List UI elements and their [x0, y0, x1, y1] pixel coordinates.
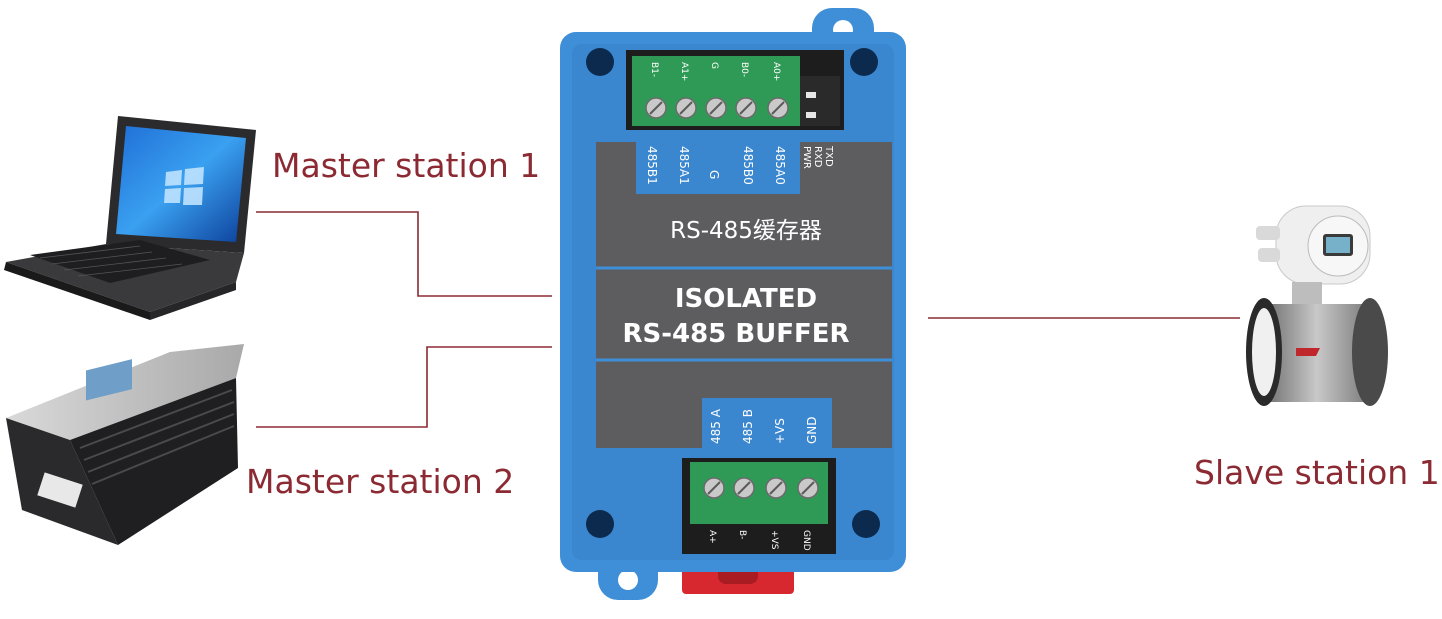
bottom-pin-labels: 485 A 485 B +VS GND [709, 408, 819, 444]
device-title-cn: RS-485缓存器 [670, 218, 822, 244]
connection-lines [256, 211, 1240, 428]
label-master-station-1: Master station 1 [272, 146, 541, 185]
bottom-terminal-label: +VS [769, 530, 779, 550]
label-slave-station-1: Slave station 1 [1194, 453, 1440, 492]
top-pin-label: G [707, 170, 721, 179]
top-terminal-label: A0+ [771, 62, 781, 81]
top-pin-label: 485A0 [773, 146, 787, 185]
bottom-terminal-label: A+ [707, 530, 717, 544]
bottom-pin-label: 485 B [741, 409, 755, 444]
bottom-terminal-label: GND [801, 530, 811, 551]
top-pin-labels: 485B1 485A1 G 485B0 485A0 [645, 146, 787, 185]
bottom-terminal-label: B- [737, 530, 747, 539]
led-label: TXD [823, 145, 834, 167]
top-terminal-label: B1- [649, 62, 659, 77]
top-terminal-block [626, 50, 844, 130]
rs485-buffer-device: RS-485缓存器 ISOLATED RS-485 BUFFER 485B1 4… [560, 8, 906, 600]
bottom-terminal-block [682, 458, 836, 554]
bottom-pin-label: +VS [773, 418, 787, 444]
bottom-pin-label: 485 A [709, 408, 723, 444]
plc-image [6, 344, 244, 545]
led-labels: PWR RXD TXD [801, 145, 834, 169]
device-title-line2: RS-485 BUFFER [622, 319, 849, 349]
flowmeter-image [1246, 205, 1388, 406]
top-terminal-label: A1+ [679, 62, 689, 81]
top-pin-label: 485B1 [645, 146, 659, 185]
label-master-station-2: Master station 2 [246, 462, 515, 501]
top-terminal-label: G [709, 62, 719, 69]
device-title-line1: ISOLATED [675, 284, 817, 314]
led-label: RXD [812, 146, 823, 168]
bottom-pin-label: GND [805, 416, 819, 444]
line-master1 [256, 211, 552, 297]
laptop-image [4, 116, 256, 320]
top-pin-label: 485B0 [741, 146, 755, 185]
bottom-terminal-labels: A+ B- +VS GND [707, 530, 811, 551]
led-label: PWR [801, 146, 812, 169]
line-master2 [256, 346, 552, 428]
top-terminal-labels: B1- A1+ G B0- A0+ [649, 62, 781, 81]
top-pin-label: 485A1 [677, 146, 691, 185]
top-terminal-label: B0- [739, 62, 749, 77]
